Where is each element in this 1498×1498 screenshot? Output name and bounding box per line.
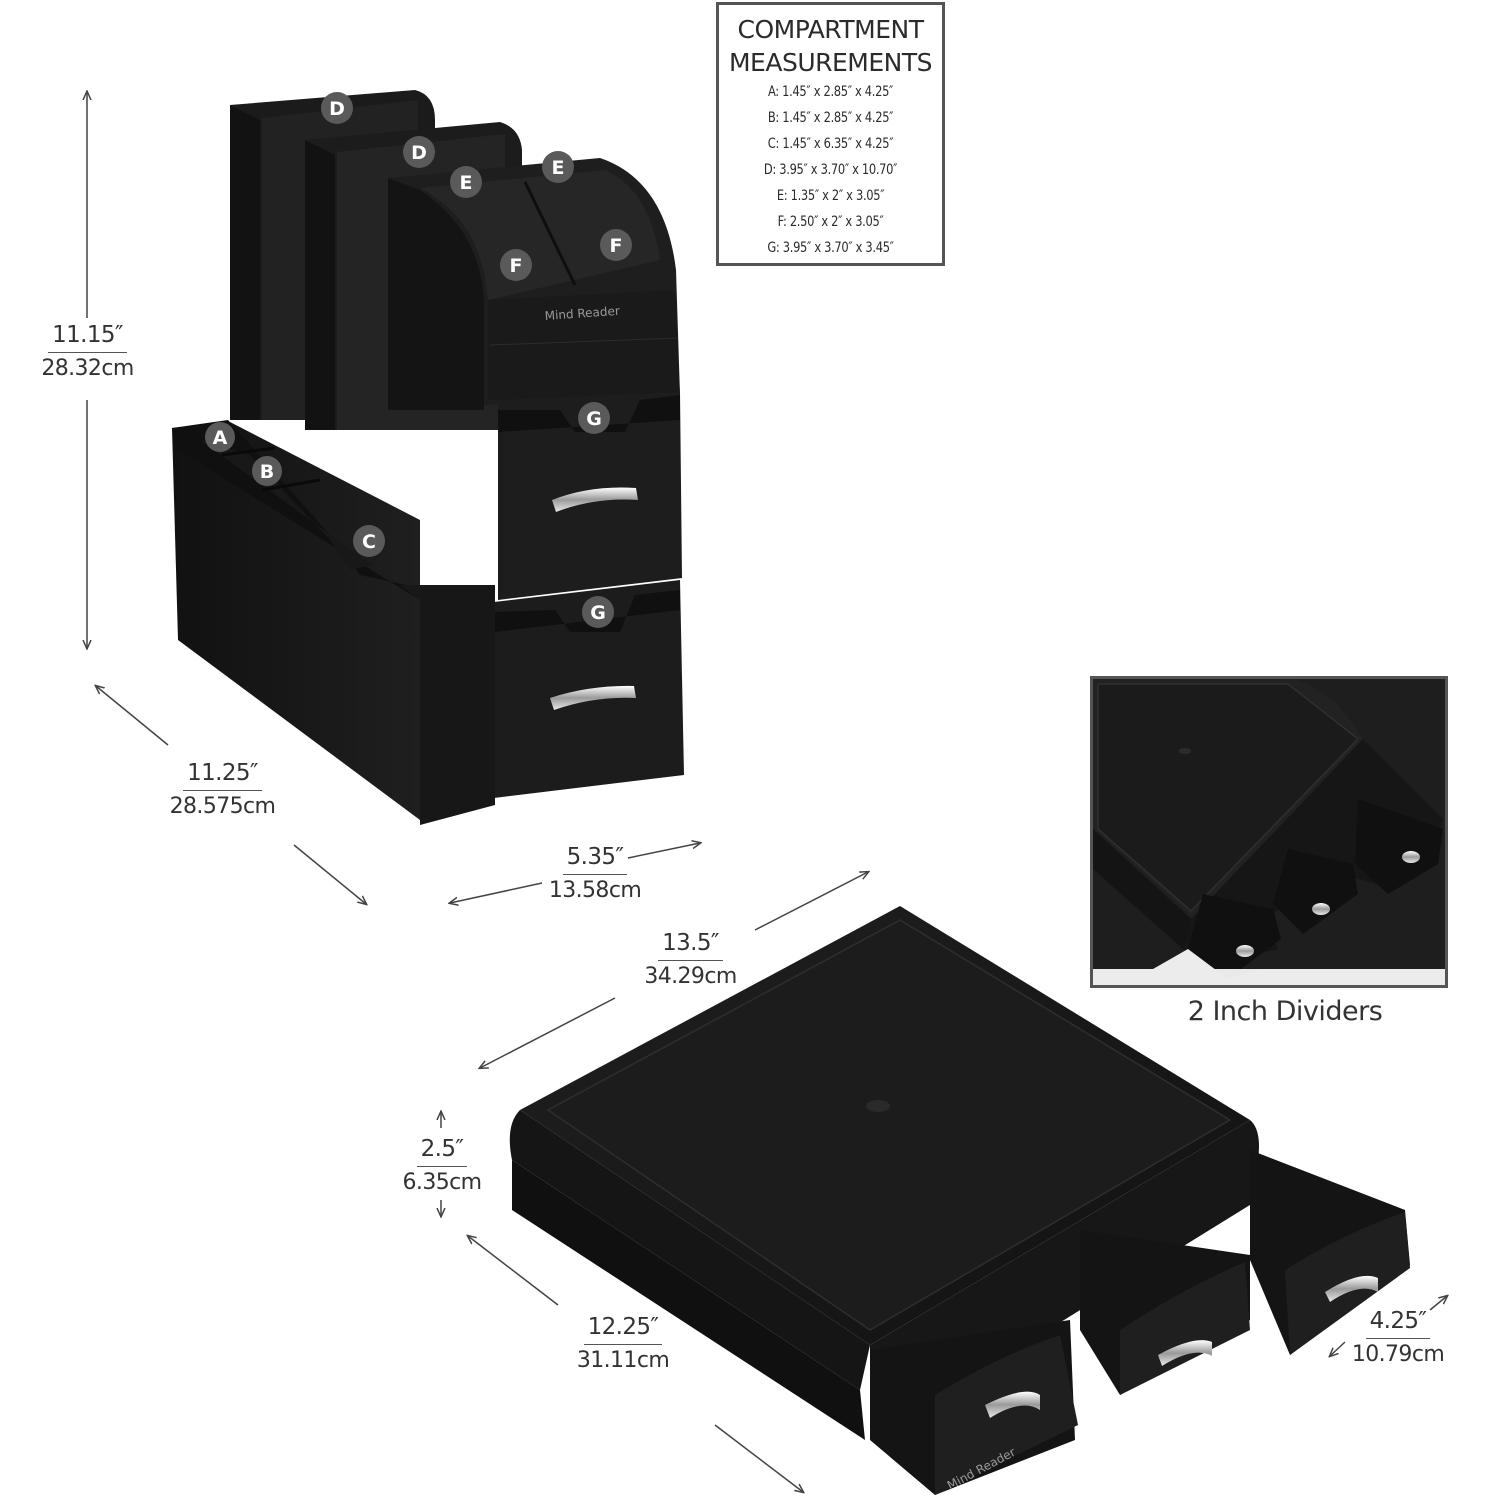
svg-text:D: D (329, 98, 345, 120)
svg-text:D: D (411, 142, 427, 164)
dim-drawer-slot: 4.25″ 10.79cm (1342, 1306, 1454, 1371)
arrow-depth-back (96, 686, 169, 746)
compartment-measurements-box: COMPARTMENT MEASUREMENTS A: 1.45″ x 2.85… (716, 2, 945, 266)
measurement-e: E: 1.35″ x 2″ x 3.05″ (776, 188, 885, 204)
measurement-d: D: 3.95″ x 3.70″ x 10.70″ (763, 162, 898, 178)
badge-a: A (205, 422, 235, 452)
dim-organizer-depth-cm: 28.575cm (169, 794, 276, 819)
coffee-organizer: Mind Reader (172, 90, 684, 825)
coffee-pod-drawer: Mind Reader (509, 906, 1410, 1495)
measurement-b: B: 1.45″ x 2.85″ x 4.25″ (767, 110, 894, 126)
dim-drawer-slot-cm: 10.79cm (1351, 1342, 1445, 1367)
dim-organizer-width-cm: 13.58cm (548, 878, 642, 903)
badge-g-bottom: G (582, 596, 614, 628)
svg-text:E: E (552, 157, 565, 179)
arrow-drawer-depth-front (714, 1424, 803, 1492)
dim-drawer-width-cm: 34.29cm (644, 964, 737, 989)
arrow-slot-left (1330, 1341, 1346, 1356)
arrow-width-right (627, 843, 700, 859)
dim-drawer-height-in: 2.5″ (416, 1134, 468, 1167)
measurement-g: G: 3.95″ x 3.70″ x 3.45″ (767, 240, 894, 256)
dividers-inset (1090, 676, 1448, 988)
dim-drawer-width-in: 13.5″ (658, 928, 723, 961)
dim-organizer-depth-in: 11.25″ (183, 758, 262, 791)
measurement-f: F: 2.50″ x 2″ x 3.05″ (777, 214, 884, 230)
svg-text:G: G (586, 408, 602, 430)
arrow-depth-front (293, 844, 366, 904)
dim-organizer-height-in: 11.15″ (48, 320, 127, 353)
svg-text:A: A (213, 427, 228, 449)
measurement-a: A: 1.45″ x 2.85″ x 4.25″ (767, 84, 894, 100)
dim-drawer-width: 13.5″ 34.29cm (633, 928, 748, 993)
brand-logo: Mind Reader (544, 304, 620, 323)
dim-drawer-slot-in: 4.25″ (1365, 1306, 1431, 1339)
dim-organizer-width-in: 5.35″ (562, 842, 628, 875)
inset-caption: 2 Inch Dividers (1187, 996, 1383, 1027)
dim-organizer-depth: 11.25″ 28.575cm (160, 758, 285, 823)
badge-b: B (252, 456, 282, 486)
compartment-badges: D D E E F F G G A B C (205, 92, 632, 628)
dividers-inset-illustration (1093, 679, 1445, 985)
badge-c: C (353, 525, 385, 557)
measurements-title: COMPARTMENT MEASUREMENTS (728, 15, 933, 77)
badge-f-left: F (500, 249, 532, 281)
dim-organizer-height-cm: 28.32cm (41, 356, 134, 381)
arrow-drawer-width-right (754, 872, 868, 931)
badge-f-right: F (600, 229, 632, 261)
arrow-slot-right (1429, 1296, 1447, 1311)
svg-text:F: F (610, 235, 623, 257)
svg-text:G: G (590, 602, 606, 624)
dim-organizer-height: 11.15″ 28.32cm (30, 320, 145, 385)
svg-text:C: C (362, 531, 376, 553)
dim-drawer-height-cm: 6.35cm (402, 1170, 483, 1195)
dim-drawer-depth-cm: 31.11cm (576, 1348, 670, 1373)
badge-g-top: G (578, 402, 610, 434)
arrow-drawer-depth-back (468, 1236, 559, 1306)
badge-d-front: D (403, 136, 435, 168)
arrow-drawer-width-left (480, 997, 616, 1068)
badge-e-right: E (542, 151, 574, 183)
measurement-c: C: 1.45″ x 6.35″ x 4.25″ (767, 136, 894, 152)
dim-drawer-depth: 12.25″ 31.11cm (568, 1312, 678, 1377)
dim-drawer-depth-in: 12.25″ (583, 1312, 663, 1345)
measurements-list: A: 1.45″ x 2.85″ x 4.25″ B: 1.45″ x 2.85… (719, 79, 942, 261)
svg-text:E: E (460, 172, 473, 194)
arrow-width-left (450, 882, 543, 903)
badge-e-left: E (450, 166, 482, 198)
dim-organizer-width: 5.35″ 13.58cm (540, 842, 650, 907)
dimension-arrows (87, 92, 1447, 1492)
dim-drawer-height: 2.5″ 6.35cm (392, 1134, 492, 1199)
svg-text:B: B (260, 461, 274, 483)
badge-d-back: D (321, 92, 353, 124)
svg-text:F: F (510, 255, 523, 277)
